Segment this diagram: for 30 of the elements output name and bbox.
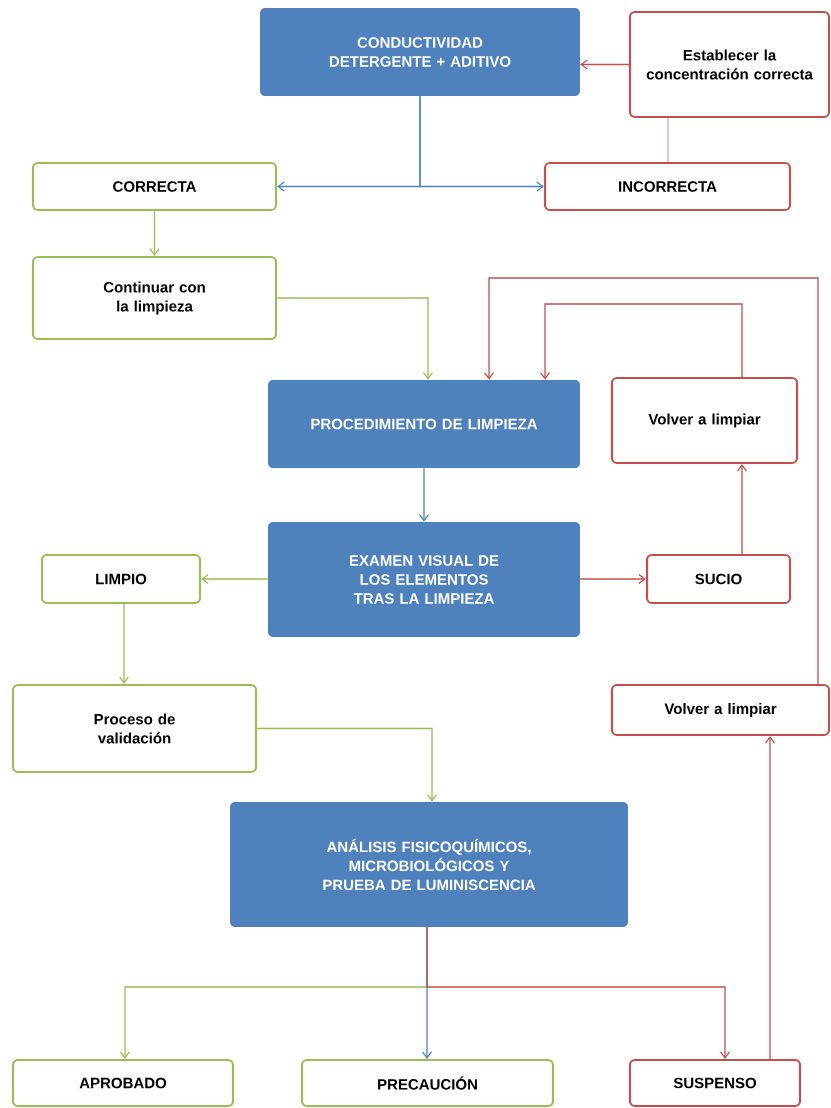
arrow xyxy=(580,59,630,70)
arrow xyxy=(579,573,646,585)
outcome-box: Proceso de validación xyxy=(11,683,258,774)
outcome-box: LIMPIO xyxy=(40,553,202,605)
arrow xyxy=(539,303,743,380)
process-box: PROCEDIMIENTO DE LIMPIEZA xyxy=(268,380,580,468)
action-box: Establecer la concentración correcta xyxy=(628,10,831,119)
action-box: SUCIO xyxy=(645,553,792,605)
action-box: INCORRECTA xyxy=(543,161,792,212)
action-box: SUSPENSO xyxy=(628,1058,802,1108)
process-box: EXAMEN VISUAL DE LOS ELEMENTOS TRAS LA LIMPIEZA xyxy=(268,522,580,637)
process-box: CONDUCTIVIDAD DETERGENTE + ADITIVO xyxy=(260,8,580,96)
outcome-box: Continuar con la limpieza xyxy=(31,255,278,341)
arrow xyxy=(764,736,776,1060)
arrow xyxy=(419,95,544,192)
arrow xyxy=(483,277,819,685)
arrow xyxy=(736,464,748,555)
process-box: ANÁLISIS FISICOQUÍMICOS, MICROBIOLÓGICOS Y PRUEBA DE LUMINISCENCIA xyxy=(230,802,628,927)
arrow xyxy=(118,603,130,684)
arrow xyxy=(418,467,430,522)
outcome-box: APROBADO xyxy=(11,1058,235,1108)
arrow xyxy=(256,727,438,802)
outcome-box: PRECAUCIÓN xyxy=(300,1058,555,1108)
outcome-box: CORRECTA xyxy=(31,161,278,212)
action-box: Volver a limpiar xyxy=(610,376,799,465)
arrow xyxy=(149,210,160,256)
arrow xyxy=(276,297,434,380)
action-box: Volver a limpiar xyxy=(610,683,831,737)
arrow xyxy=(201,573,269,585)
arrow xyxy=(426,926,731,1059)
